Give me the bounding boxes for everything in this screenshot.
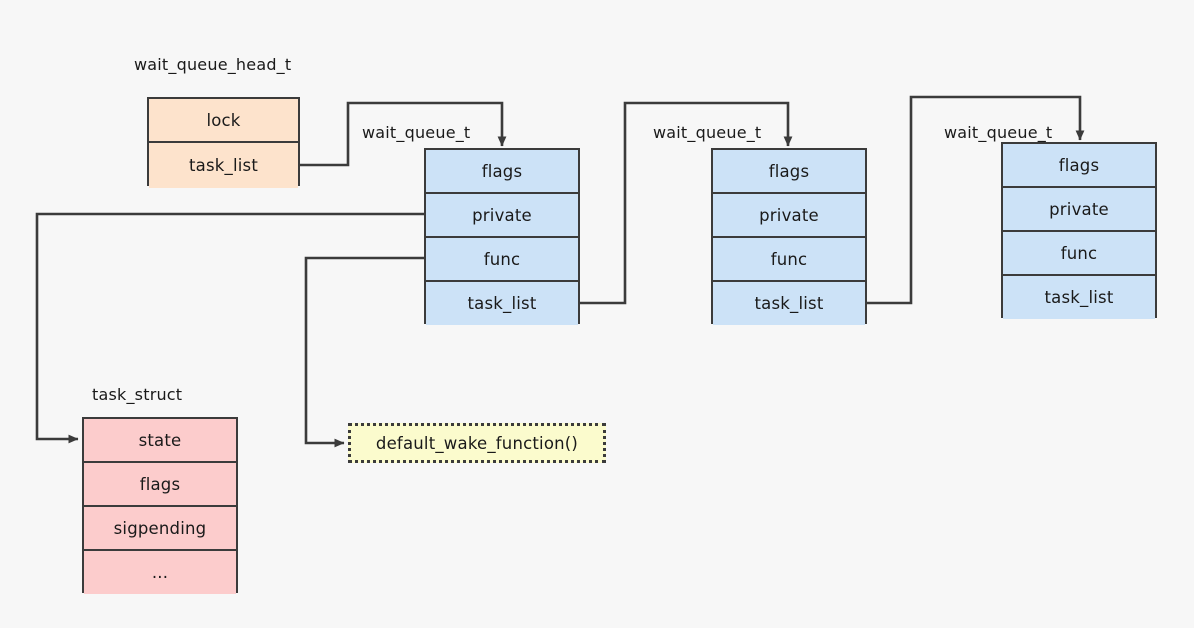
field-row-task-list: task_list bbox=[149, 143, 298, 188]
field-row-task-list: task_list bbox=[1003, 276, 1155, 319]
field-row-flags: flags bbox=[426, 150, 578, 194]
field-row-state: state bbox=[84, 419, 236, 463]
struct-wait-queue-2: flags private func task_list bbox=[711, 148, 867, 325]
field-row-func: func bbox=[426, 238, 578, 282]
field-row-func: func bbox=[713, 238, 865, 282]
struct-wait-queue-head: lock task_list bbox=[147, 97, 300, 188]
field-row-sigpending: sigpending bbox=[84, 507, 236, 551]
struct-label-wait-queue-head: wait_queue_head_t bbox=[134, 55, 292, 74]
struct-label-wait-queue-2: wait_queue_t bbox=[653, 123, 762, 142]
struct-task-struct: state flags sigpending ... bbox=[82, 417, 238, 594]
field-row-task-list: task_list bbox=[426, 282, 578, 325]
field-row-flags: flags bbox=[84, 463, 236, 507]
struct-label-wait-queue-3: wait_queue_t bbox=[944, 123, 1053, 142]
field-row-flags: flags bbox=[713, 150, 865, 194]
callback-box-default-wake-function: default_wake_function() bbox=[348, 423, 606, 463]
field-row-func: func bbox=[1003, 232, 1155, 276]
field-row-task-list: task_list bbox=[713, 282, 865, 325]
field-row-private: private bbox=[426, 194, 578, 238]
connector-private-to-task-struct bbox=[35, 212, 424, 444]
field-row-private: private bbox=[713, 194, 865, 238]
field-row-ellipsis: ... bbox=[84, 551, 236, 594]
connector-func-to-wake-function bbox=[304, 256, 424, 448]
struct-label-wait-queue-1: wait_queue_t bbox=[362, 123, 471, 142]
field-row-private: private bbox=[1003, 188, 1155, 232]
field-row-flags: flags bbox=[1003, 144, 1155, 188]
struct-wait-queue-3: flags private func task_list bbox=[1001, 142, 1157, 319]
struct-label-task-struct: task_struct bbox=[92, 385, 183, 404]
field-row-lock: lock bbox=[149, 99, 298, 143]
struct-wait-queue-1: flags private func task_list bbox=[424, 148, 580, 325]
